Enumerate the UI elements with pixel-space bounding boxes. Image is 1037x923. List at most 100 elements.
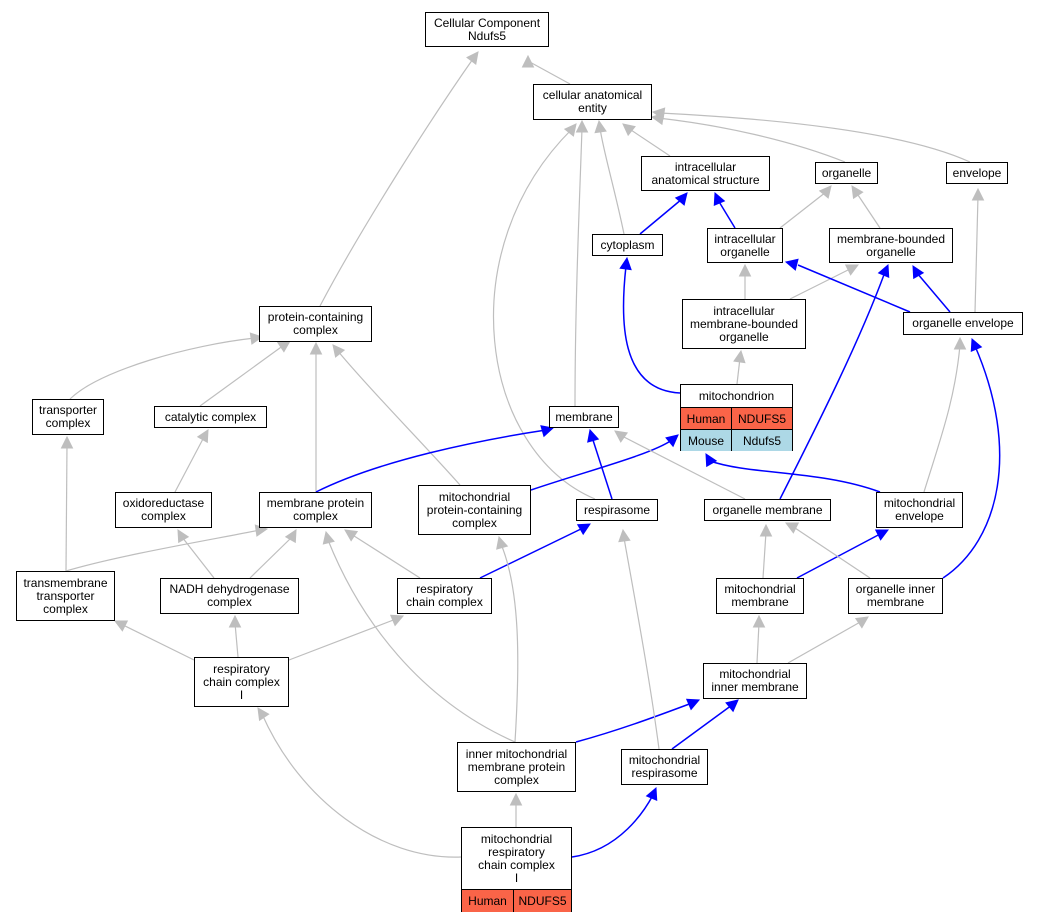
node-organelle-membrane[interactable]: organelle membrane	[704, 499, 831, 521]
node-membrane-bounded-organelle[interactable]: membrane-bounded organelle	[829, 228, 953, 263]
edge-rcc-to-mpc	[350, 533, 421, 579]
edge-pcc-to-cc	[319, 55, 476, 307]
edge-mpcc-to-pcc	[336, 349, 461, 486]
arrowhead-tmtc-to-transporter	[60, 435, 74, 449]
gene-cell: NDUFS5	[513, 890, 571, 912]
node-respirasome[interactable]: respirasome	[576, 499, 658, 521]
edge-imp-to-mpc	[327, 539, 516, 743]
arrowhead-orgenv-to-envelope	[971, 187, 985, 201]
arrowhead-orgenv-to-mbo	[912, 265, 925, 280]
node-oxidoreductase-complex[interactable]: oxidoreductase complex	[115, 492, 212, 528]
node-organelle-envelope[interactable]: organelle envelope	[903, 312, 1023, 335]
edge-mitomem-to-mitoenv	[796, 532, 883, 579]
node-nadh-dehydrogenase-complex[interactable]: NADH dehydrogenase complex	[160, 578, 299, 614]
edge-membrane-to-cae	[574, 127, 583, 407]
arrowhead-mitomem-to-orgmem	[759, 523, 773, 537]
edge-nadh-to-oxido	[181, 536, 215, 579]
edge-orgenv-to-intraorg	[797, 264, 911, 313]
edge-imbo-to-mbo	[789, 267, 853, 300]
species-cell: Human	[686, 411, 726, 426]
node-intracellular-membrane-bounded-organelle[interactable]: intracellular membrane-bounded organelle	[682, 299, 806, 349]
arrowhead-pcc-to-cc	[466, 51, 479, 65]
node-mitochondrial-membrane[interactable]: mitochondrial membrane	[716, 578, 804, 614]
node-inner-mitochondrial-membrane-protein-complex[interactable]: inner mitochondrial membrane protein com…	[457, 742, 576, 792]
node-mitochondrial-inner-membrane[interactable]: mitochondrial inner membrane	[703, 663, 807, 699]
arrowhead-mrcci-to-mrespirasome	[645, 786, 658, 802]
species-cell: Human	[468, 894, 507, 908]
node-membrane-protein-complex[interactable]: membrane protein complex	[259, 492, 372, 528]
edge-mrespirasome-to-mim	[671, 704, 733, 750]
node-cellular-component[interactable]: Cellular Component Ndufs5	[425, 12, 549, 47]
arrowhead-mrcci-to-imp	[509, 792, 523, 806]
arrowhead-orgmem-to-membrane	[614, 430, 629, 443]
mrcc-i-human-row: Human NDUFS5	[462, 889, 571, 912]
node-catalytic-complex[interactable]: catalytic complex	[154, 406, 267, 428]
node-respiratory-chain-complex[interactable]: respiratory chain complex	[397, 578, 492, 614]
edge-mito-to-cytoplasm	[622, 265, 681, 394]
arrowhead-imp-to-mpc	[322, 530, 335, 545]
node-protein-containing-complex[interactable]: protein-containing complex	[259, 306, 372, 342]
node-cellular-anatomical-entity[interactable]: cellular anatomical entity	[533, 84, 652, 120]
arrowhead-imp-to-mpcc	[496, 535, 509, 550]
node-intracellular-organelle[interactable]: intracellular organelle	[707, 228, 783, 263]
edge-imp-to-mpcc	[500, 543, 519, 743]
arrowhead-nadh-to-oxido	[177, 529, 190, 544]
edge-rcci-to-tmtc	[120, 623, 195, 661]
edge-transporter-to-pcc	[69, 337, 256, 400]
arrowhead-rcc-to-mpc	[344, 529, 359, 542]
node-cytoplasm[interactable]: cytoplasm	[592, 234, 663, 256]
arrowhead-rcci-to-nadh	[228, 614, 242, 628]
node-membrane[interactable]: membrane	[549, 406, 619, 428]
arrowhead-rcci-to-tmtc	[113, 620, 129, 632]
arrowhead-mpc-to-pcc	[309, 341, 323, 355]
edge-cytoplasm-to-iasx	[639, 198, 683, 235]
edge-cytoplasm-to-cae	[599, 127, 625, 235]
edge-intraorg-to-iasx	[717, 199, 736, 229]
arrowhead-iasx-to-cae	[622, 123, 636, 137]
arrowhead-transporter-to-pcc	[249, 332, 264, 345]
node-envelope[interactable]: envelope	[946, 162, 1008, 184]
arrowhead-oim-to-orgmem	[784, 522, 800, 534]
mitochondrion-human-row: Human NDUFS5	[681, 407, 792, 429]
arrowhead-mpcc-to-mito	[665, 434, 679, 448]
arrowhead-catalytic-to-pcc	[276, 340, 291, 353]
edge-nadh-to-mpc	[249, 536, 293, 579]
mrcc-i-label: mitochondrial respiratory chain complex …	[478, 831, 555, 885]
node-organelle-inner-membrane[interactable]: organelle inner membrane	[848, 578, 943, 614]
node-mitochondrial-respirasome[interactable]: mitochondrial respirasome	[621, 749, 708, 785]
arrowhead-imbo-to-mbo	[844, 264, 860, 276]
edge-mpcc-to-mito	[530, 439, 673, 491]
edge-envelope-to-cae	[659, 112, 971, 163]
edge-orgmem-to-membrane	[621, 435, 746, 500]
edge-orgenv-to-envelope	[974, 195, 979, 313]
node-mitochondrial-respiratory-chain-complex-i[interactable]: mitochondrial respiratory chain complex …	[461, 827, 572, 912]
arrowhead-mitoenv-to-mito	[705, 453, 718, 468]
node-mitochondrion[interactable]: mitochondrion Human NDUFS5 Mouse Ndufs5	[680, 384, 793, 451]
edge-oim-to-orgenv	[942, 345, 1001, 579]
node-organelle[interactable]: organelle	[815, 162, 878, 184]
arrowhead-mito-to-imbo	[733, 349, 746, 364]
arrowhead-envelope-to-cae	[651, 107, 666, 120]
node-mitochondrial-envelope[interactable]: mitochondrial envelope	[876, 492, 963, 528]
arrowhead-intraorg-to-iasx	[713, 191, 726, 207]
edge-orgmem-to-mbo	[779, 271, 886, 500]
arrowhead-cae-to-cc	[521, 54, 535, 68]
mitochondrion-mouse-row: Mouse Ndufs5	[681, 429, 792, 451]
node-respiratory-chain-complex-i[interactable]: respiratory chain complex I	[194, 657, 289, 707]
arrowhead-respirasome-to-membrane	[587, 428, 600, 443]
node-transmembrane-transporter-complex[interactable]: transmembrane transporter complex	[16, 571, 115, 621]
node-transporter-complex[interactable]: transporter complex	[32, 399, 104, 435]
arrowhead-intraorg-to-organelle	[818, 185, 832, 199]
node-mitochondrial-protein-containing-complex[interactable]: mitochondrial protein-containing complex	[418, 485, 531, 535]
edge-mbo-to-organelle	[855, 191, 881, 229]
arrowhead-orgmem-to-mbo	[877, 263, 890, 279]
node-intracellular-anatomical-structure[interactable]: intracellular anatomical structure	[641, 156, 770, 191]
arrowhead-mpc-to-membrane	[540, 425, 555, 438]
edge-respirasome-to-cae	[492, 128, 596, 500]
edge-oxido-to-catalytic	[174, 436, 205, 493]
edge-mpc-to-membrane	[315, 429, 547, 493]
arrowhead-membrane-to-cae	[575, 119, 589, 133]
edge-mitomem-to-orgmem	[762, 531, 767, 579]
arrowhead-mim-to-mitomem	[752, 614, 766, 628]
